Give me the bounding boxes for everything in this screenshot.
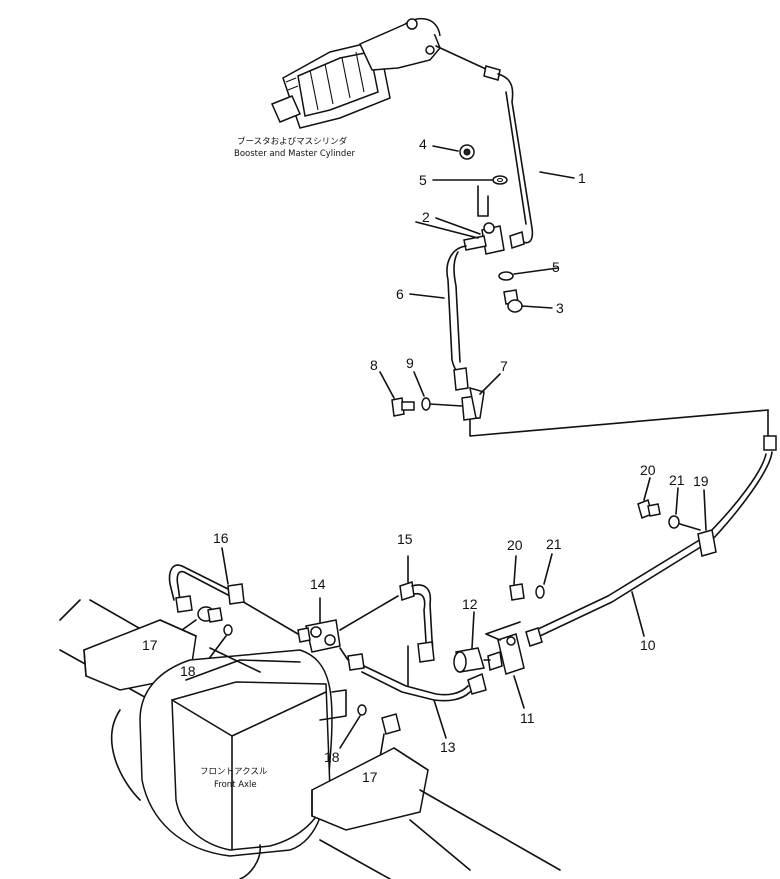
washer-18-right xyxy=(339,704,367,749)
callout-15: 15 xyxy=(397,531,413,547)
bolt-20-upper xyxy=(637,477,661,520)
callout-10: 10 xyxy=(640,637,656,653)
leader-19 xyxy=(703,489,707,531)
washer-18-left xyxy=(207,624,233,661)
front-axle xyxy=(59,599,561,879)
washer-9 xyxy=(413,371,463,411)
leader-1 xyxy=(539,171,575,179)
washer-21-lower xyxy=(535,553,553,599)
callout-9: 9 xyxy=(406,355,414,371)
callout-20-upper: 20 xyxy=(640,462,656,478)
bolt-17-left xyxy=(167,606,223,641)
bolt-8 xyxy=(379,371,415,417)
callout-20-lower: 20 xyxy=(507,537,523,553)
bolt-20-lower xyxy=(509,555,525,601)
callout-2: 2 xyxy=(422,209,430,225)
callout-17-right: 17 xyxy=(362,769,378,785)
callout-5-lower: 5 xyxy=(552,259,560,275)
booster-caption-en: Booster and Master Cylinder xyxy=(234,149,356,159)
callout-3: 3 xyxy=(556,300,564,316)
callout-1: 1 xyxy=(578,170,586,186)
callout-4: 4 xyxy=(419,136,427,152)
callout-19: 19 xyxy=(693,473,709,489)
washer-21-upper xyxy=(668,487,701,531)
callout-21-lower: 21 xyxy=(546,536,562,552)
callout-14: 14 xyxy=(310,576,326,592)
callout-11: 11 xyxy=(520,710,535,726)
junction-11 xyxy=(485,621,525,709)
callout-18-left: 18 xyxy=(180,663,196,679)
callout-18-right: 18 xyxy=(324,749,340,765)
brake-tube-10 xyxy=(525,409,777,647)
callout-13: 13 xyxy=(440,739,456,755)
callout-8: 8 xyxy=(370,357,378,373)
callout-17-left: 17 xyxy=(142,637,158,653)
brake-tube-16 xyxy=(168,547,245,613)
callout-6: 6 xyxy=(396,286,404,302)
stop-lamp-switch-12 xyxy=(453,611,491,673)
callout-5-upper: 5 xyxy=(419,172,427,188)
washer-5-upper xyxy=(432,175,508,185)
brake-tube-13 xyxy=(347,653,487,739)
junction-block-2 xyxy=(435,185,505,255)
callout-16: 16 xyxy=(213,530,229,546)
callout-7: 7 xyxy=(500,358,508,374)
tee-fitting-14 xyxy=(239,597,349,661)
brake-tube-15 xyxy=(339,555,435,687)
callout-12: 12 xyxy=(462,596,478,612)
axle-caption-en: Front Axle xyxy=(214,780,257,790)
booster-caption-jp: ブースタおよびマスシリンダ xyxy=(237,136,348,147)
callout-21-upper: 21 xyxy=(669,472,685,488)
washer-5-lower xyxy=(498,267,559,281)
bolt-3 xyxy=(503,289,553,313)
bracket-7 xyxy=(461,373,769,437)
axle-caption-jp: フロントアクスル xyxy=(200,767,268,777)
brake-hose-6 xyxy=(409,245,469,391)
booster-master-cylinder xyxy=(270,17,441,129)
brake-tube-1 xyxy=(435,45,534,249)
leader-2 xyxy=(415,221,479,239)
nut-4 xyxy=(432,144,475,160)
